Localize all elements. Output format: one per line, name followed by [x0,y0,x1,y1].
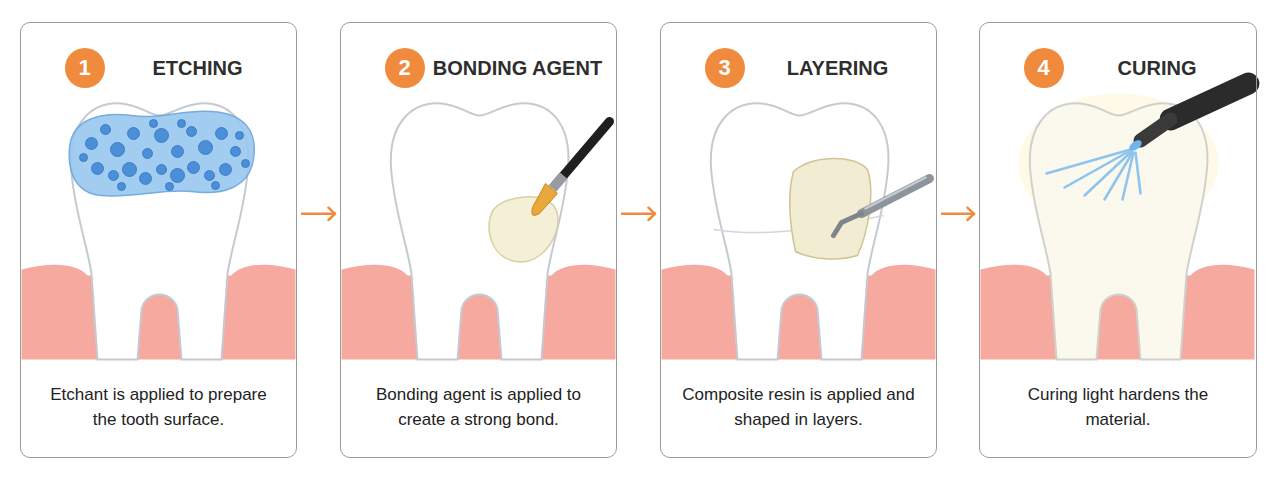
step-panel: LAYERING Composite resin is applied and s… [660,22,937,458]
step-panel: ETCHING Etchant is applied to prepare the… [20,22,297,458]
illustration-part [242,160,250,168]
step-number: 1 [65,48,105,88]
illustration-part [1127,138,1143,153]
illustration-part [220,164,232,176]
illustration-part [128,128,140,140]
illustration-part [166,183,174,191]
illustration-part [216,128,228,140]
step-caption: Etchant is applied to prepare the tooth … [39,382,278,432]
illustration-part [1047,150,1131,174]
illustration-part [171,169,185,183]
arrow-shaft [622,213,655,216]
illustration-part [862,179,930,214]
illustration-part [212,182,220,190]
illustration-part [199,141,213,155]
illustration-part [86,138,98,150]
step-number: 3 [705,48,745,88]
illustration-part [834,214,862,236]
illustration-part [790,158,871,259]
step-caption: Bonding agent is applied to create a str… [359,382,598,432]
arrow-shaft [942,213,974,216]
etching-illustration [22,103,296,359]
illustration-part [157,165,167,175]
flow-arrow [622,208,655,220]
step-caption: Composite resin is applied and shaped in… [679,382,918,432]
arrow-head [328,208,335,220]
flow-arrow [302,208,335,220]
illustration-part [140,173,152,185]
step-number-badge: 2 [385,48,425,88]
illustration-part [1123,153,1134,200]
illustration-part [1136,153,1141,194]
illustration-part [109,171,119,181]
bonding-illustration [342,103,616,359]
illustration-part [188,162,200,174]
illustration-part [150,120,158,128]
illustration-part [532,184,558,216]
step-number-badge: 1 [65,48,105,88]
illustration-part [143,149,153,159]
illustration-part [178,120,186,128]
illustration-part [111,143,125,157]
step-number-badge: 3 [705,48,745,88]
illustration-part [69,111,254,196]
step-title: ETCHING [107,54,288,82]
step-number-badge: 4 [1024,48,1064,88]
flow-arrow [942,208,974,220]
illustration-part [155,129,169,143]
arrow-shaft [302,213,335,216]
step-number: 4 [1024,48,1064,88]
illustration-part [236,132,244,140]
arrow-head [648,208,655,220]
step-number: 2 [385,48,425,88]
illustration-part [1171,84,1249,120]
illustration-part [80,120,250,191]
illustration-part [1105,153,1133,200]
illustration-part [231,147,241,157]
illustration-part [80,154,88,162]
illustration-part [1047,150,1141,200]
illustration-part [101,125,111,135]
step-caption: Curing light hardens the material. [998,382,1238,432]
illustration-part [205,171,215,181]
arrow-head [967,208,974,220]
illustration-part [489,197,558,262]
illustration-part [123,163,137,177]
step-panel: CURING Curing light hardens the material.… [979,22,1257,458]
curing-illustration [981,84,1255,360]
illustration-part [391,103,569,359]
illustration-part [92,163,104,175]
illustration-part [564,122,610,176]
step-title: LAYERING [747,54,928,82]
illustration-part [553,176,564,189]
illustration-part [187,127,197,137]
illustration-part [1030,103,1208,359]
step-title: BONDING AGENT [427,54,608,82]
step-panel: BONDING AGENT Bonding agent is applied to… [340,22,617,458]
illustration-part [118,183,126,191]
step-title: CURING [1066,54,1248,82]
illustration-part [1141,120,1171,141]
layering-illustration [662,103,936,359]
illustration-part [711,103,889,359]
illustration-part [172,146,184,158]
illustration-part [866,178,926,209]
